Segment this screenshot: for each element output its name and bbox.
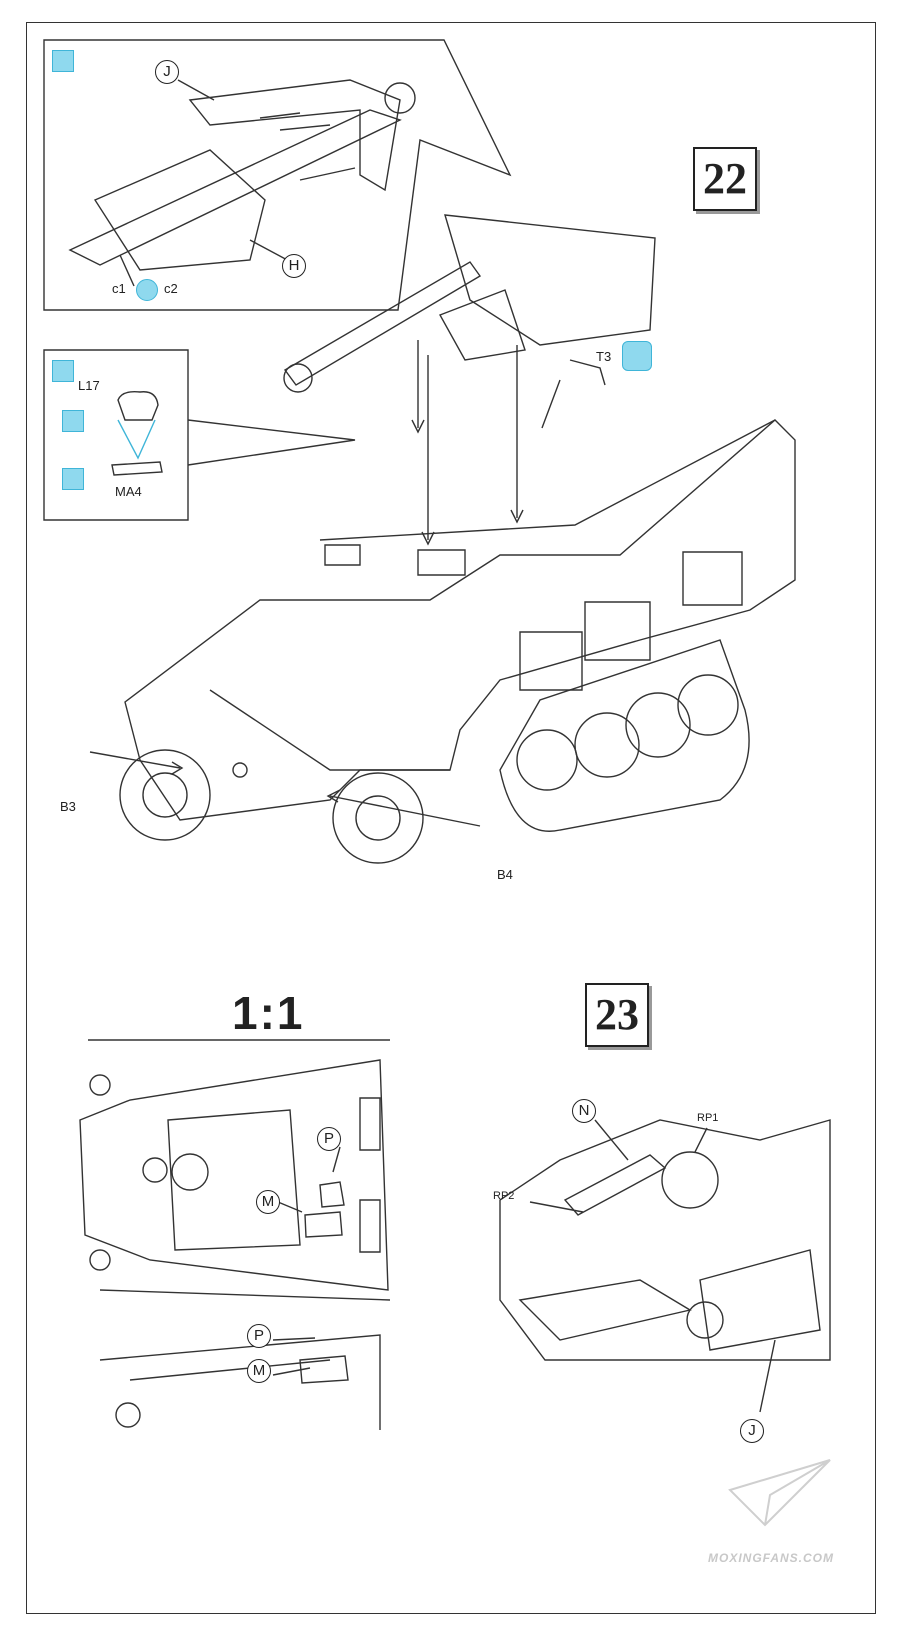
main-gun-cradle bbox=[438, 289, 526, 361]
part-h-callout: H bbox=[282, 254, 306, 278]
glue-icon bbox=[52, 50, 74, 72]
gun-shield-inset bbox=[188, 79, 401, 192]
step-22-number: 22 bbox=[693, 147, 757, 211]
watermark-text: MOXINGFANS.COM bbox=[708, 1551, 835, 1565]
muzzle-brake-inset bbox=[384, 82, 416, 114]
main-gun-barrel bbox=[283, 261, 482, 386]
side-vision-blocks bbox=[359, 1097, 381, 1253]
part-j-callout: J bbox=[155, 60, 179, 84]
front-wheel-right bbox=[332, 772, 424, 864]
rotate-icon bbox=[136, 279, 158, 301]
part-l17-clip bbox=[117, 390, 159, 421]
label-t3: T3 bbox=[596, 349, 612, 364]
label-ma4: MA4 bbox=[115, 484, 142, 499]
part-m-callout-2: M bbox=[247, 1359, 271, 1383]
rotate-icon-large bbox=[622, 341, 652, 371]
step23-detail-frame bbox=[499, 1119, 831, 1361]
elevation-rod bbox=[563, 1154, 667, 1216]
hull-top-plan bbox=[79, 1039, 390, 1291]
label-rp2: RP2 bbox=[493, 1190, 515, 1202]
label-c2: c2 bbox=[164, 281, 178, 296]
gun-detail-inset-frame bbox=[43, 39, 512, 311]
front-wheel-left bbox=[119, 749, 211, 841]
drop-icon bbox=[62, 410, 84, 432]
clip-inset-pointer bbox=[187, 419, 356, 466]
part-n-callout: N bbox=[572, 1099, 596, 1123]
scale-ratio: 1:1 bbox=[232, 987, 305, 1039]
clip-detail-inset-frame bbox=[43, 349, 189, 521]
paper-plane-logo bbox=[728, 1459, 831, 1527]
track-run bbox=[499, 639, 750, 832]
part-j-callout-step23: J bbox=[740, 1419, 764, 1443]
halftrack-hull bbox=[124, 419, 796, 821]
vision-ports bbox=[324, 544, 466, 576]
part-p-callout-2: P bbox=[247, 1324, 271, 1348]
part-t3 bbox=[569, 359, 606, 386]
label-c1: c1 bbox=[112, 281, 126, 296]
part-ma4 bbox=[111, 461, 163, 476]
glue-icon-small bbox=[52, 360, 74, 382]
rp1-handwheel bbox=[661, 1151, 719, 1209]
hull-hatch-plan bbox=[167, 1109, 301, 1251]
hull-top-edge bbox=[319, 419, 776, 541]
side-stowage-bins bbox=[519, 551, 743, 691]
part-p-callout-1: P bbox=[317, 1127, 341, 1151]
gun-breech-inset bbox=[93, 149, 266, 271]
instruction-sheet bbox=[26, 22, 876, 1614]
part-m-callout-1: M bbox=[256, 1190, 280, 1214]
gun-barrel-inset bbox=[68, 109, 402, 266]
main-gun-shield bbox=[444, 214, 656, 346]
main-gun-muzzle bbox=[283, 363, 313, 393]
label-b4: B4 bbox=[497, 867, 513, 882]
label-l17: L17 bbox=[78, 378, 100, 393]
label-b3: B3 bbox=[60, 799, 76, 814]
up-arrow-icon bbox=[62, 468, 84, 490]
step-23-number: 23 bbox=[585, 983, 649, 1047]
label-rp1: RP1 bbox=[697, 1112, 719, 1124]
